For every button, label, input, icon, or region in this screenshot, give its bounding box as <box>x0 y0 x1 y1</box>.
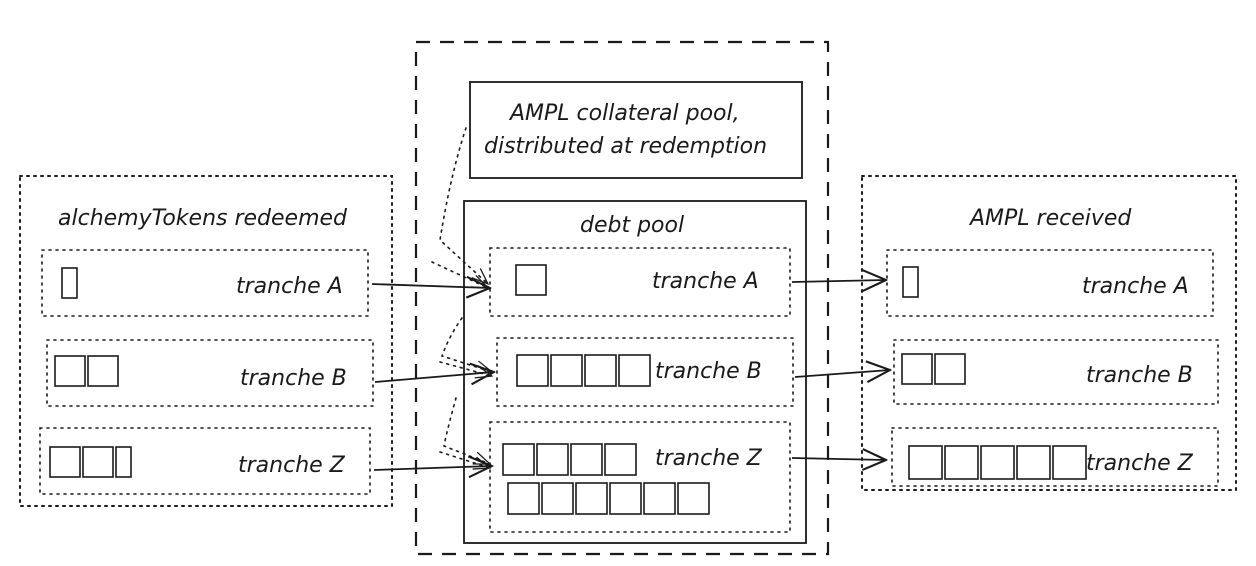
unit-block <box>570 443 603 476</box>
unit-block <box>516 354 549 387</box>
unit-blocks <box>49 446 132 478</box>
received-row-b: tranche B <box>893 339 1219 405</box>
redeemed-row-b-border <box>46 339 374 407</box>
dotted-arrow-to-debt-b <box>440 317 492 372</box>
unit-block <box>604 443 637 476</box>
unit-block <box>980 445 1015 480</box>
redeemed-row-a: tranche A <box>41 249 369 317</box>
received-row-a-label: tranche A <box>1082 274 1189 299</box>
unit-block <box>541 482 574 515</box>
redeemed-row-z-label: tranche Z <box>238 453 346 478</box>
debt-row-z-label: tranche Z <box>655 446 763 471</box>
received-row-z-border <box>891 427 1219 487</box>
dotted-arrow-to-debt-a <box>439 127 488 284</box>
debt-row-z: tranche Z <box>489 421 791 533</box>
unit-block <box>61 267 78 299</box>
redeemed-group: alchemyTokens redeemed tranche A tranche… <box>19 175 393 507</box>
redeemed-row-a-border <box>41 249 369 317</box>
redeemed-row-b-label: tranche B <box>240 366 347 391</box>
debt-row-a-label: tranche A <box>652 269 759 294</box>
unit-block <box>677 482 710 515</box>
collateral-pool-line2: distributed at redemption <box>484 134 767 159</box>
unit-block <box>54 355 86 387</box>
debt-row-b: tranche B <box>496 337 794 407</box>
arrow-redeemed-b-to-debt-b <box>374 372 494 382</box>
redeemed-row-a-label: tranche A <box>236 274 343 299</box>
debt-pool: debt pool tranche A tranche B tranche Z <box>463 200 807 544</box>
unit-block <box>115 446 132 478</box>
debt-row-b-label: tranche B <box>655 359 762 384</box>
unit-block <box>507 482 540 515</box>
unit-block <box>82 446 114 478</box>
unit-block <box>934 353 966 385</box>
dotted-arrow-to-debt-a-2 <box>431 261 488 289</box>
pool-container-border <box>414 40 830 556</box>
received-group: AMPL received tranche A tranche B tranch… <box>861 175 1237 491</box>
unit-block <box>584 354 617 387</box>
unit-blocks <box>502 443 710 515</box>
dotted-arrow-to-debt-b-2 <box>439 361 492 376</box>
redeemed-title: alchemyTokens redeemed <box>58 206 348 231</box>
unit-block <box>944 445 979 480</box>
redeemed-row-z: tranche Z <box>39 427 371 495</box>
pool-container: AMPL collateral pool, distributed at red… <box>414 40 830 556</box>
debt-row-b-border <box>496 337 794 407</box>
unit-blocks <box>901 353 966 385</box>
dotted-arrow-to-debt-z-2 <box>439 451 490 468</box>
unit-block <box>1052 445 1087 480</box>
debt-row-a: tranche A <box>489 247 791 317</box>
received-row-b-border <box>893 339 1219 405</box>
unit-block <box>618 354 651 387</box>
unit-blocks <box>516 354 651 387</box>
received-row-z-label: tranche Z <box>1086 451 1194 476</box>
received-title: AMPL received <box>968 206 1132 231</box>
unit-block <box>575 482 608 515</box>
unit-blocks <box>902 266 919 298</box>
arrow-debt-b-to-received-b <box>794 370 890 377</box>
debt-row-z-border <box>489 421 791 533</box>
redeemed-row-z-border <box>39 427 371 495</box>
collateral-pool: AMPL collateral pool, distributed at red… <box>469 81 803 179</box>
received-row-z: tranche Z <box>891 427 1219 487</box>
redeemed-group-border <box>19 175 393 507</box>
received-row-a: tranche A <box>886 249 1214 317</box>
received-group-border <box>861 175 1237 491</box>
unit-block <box>901 353 933 385</box>
unit-block <box>902 266 919 298</box>
collateral-distribution-arrows <box>431 127 492 468</box>
collateral-pool-border <box>469 81 803 179</box>
debt-pool-title: debt pool <box>580 213 684 238</box>
unit-block <box>87 355 119 387</box>
arrow-redeemed-a-to-debt-a <box>371 284 490 288</box>
unit-blocks <box>61 267 78 299</box>
collateral-pool-line1: AMPL collateral pool, <box>508 101 740 126</box>
unit-block <box>643 482 676 515</box>
unit-blocks <box>908 445 1087 480</box>
unit-block <box>49 446 81 478</box>
unit-block <box>515 264 547 296</box>
unit-block <box>550 354 583 387</box>
debt-pool-border <box>463 200 807 544</box>
unit-blocks <box>515 264 547 296</box>
unit-block <box>1016 445 1051 480</box>
arrow-redeemed-z-to-debt-z <box>373 466 492 470</box>
dotted-arrow-to-debt-z <box>443 397 490 465</box>
unit-block <box>502 443 535 476</box>
unit-blocks <box>54 355 119 387</box>
received-row-b-label: tranche B <box>1086 363 1193 388</box>
unit-block <box>536 443 569 476</box>
arrow-debt-z-to-received-z <box>791 458 886 460</box>
unit-block <box>609 482 642 515</box>
redeemed-row-b: tranche B <box>46 339 374 407</box>
unit-block <box>908 445 943 480</box>
arrow-debt-a-to-received-a <box>791 280 886 282</box>
